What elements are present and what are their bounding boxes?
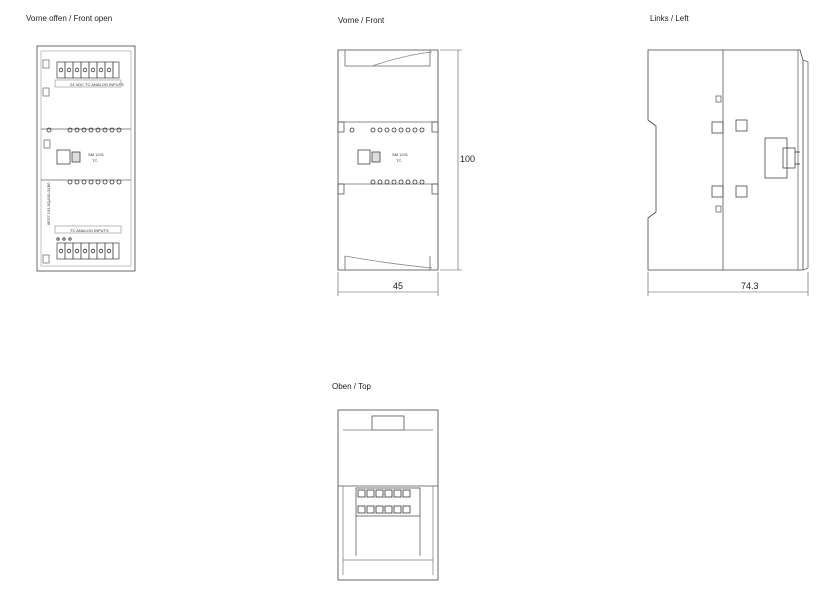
left-view-outline [647,49,804,271]
width-dimension-label: 45 [393,281,404,291]
left-view-title: Links / Left [650,14,689,23]
part-number-text: 6ES7 231-5QA30-0XB0 [46,182,51,225]
status-indicator-area: SM 1231 TC [43,139,105,165]
front-open-body [36,45,136,272]
height-dimension-label: 100 [460,154,476,164]
front-view-outline [337,49,439,271]
top-view-title: Oben / Top [332,382,371,391]
bottom-connector-label: TC ANALOG INPUTS [70,228,109,233]
depth-dimension-label: 74.3 [741,281,759,291]
front-module-subtitle-text: TC [396,158,401,163]
module-subtitle-text: TC [92,158,97,163]
top-terminal-block: 24 VDC TC ANALOG INPUTS [42,59,124,97]
left-view [647,49,809,296]
top-connector-label: 24 VDC TC ANALOG INPUTS [70,82,124,87]
front-open-view: 24 VDC TC ANALOG INPUTS SM 1231 TC 6ES7 [36,45,136,272]
module-model-text: SM 1231 [88,152,105,157]
front-view: SM 1231 TC [337,49,462,296]
top-view [337,409,439,581]
top-view-outline [337,409,439,581]
top-terminal-pins [355,487,421,517]
height-dimension-line [440,49,462,271]
front-view-title: Vorne / Front [338,16,385,25]
front-module-model-text: SM 1231 [392,152,409,157]
din-rail-clip [764,137,800,179]
front-led-row-bottom [370,179,425,185]
led-row-bottom [67,179,122,185]
bottom-terminal-block: TC ANALOG INPUTS [42,225,122,264]
depth-dimension-line [647,272,809,296]
led-row-top [46,127,122,133]
front-open-view-title: Vorne offen / Front open [26,14,113,23]
front-led-row-top [349,127,425,133]
width-dimension-line [337,272,439,296]
